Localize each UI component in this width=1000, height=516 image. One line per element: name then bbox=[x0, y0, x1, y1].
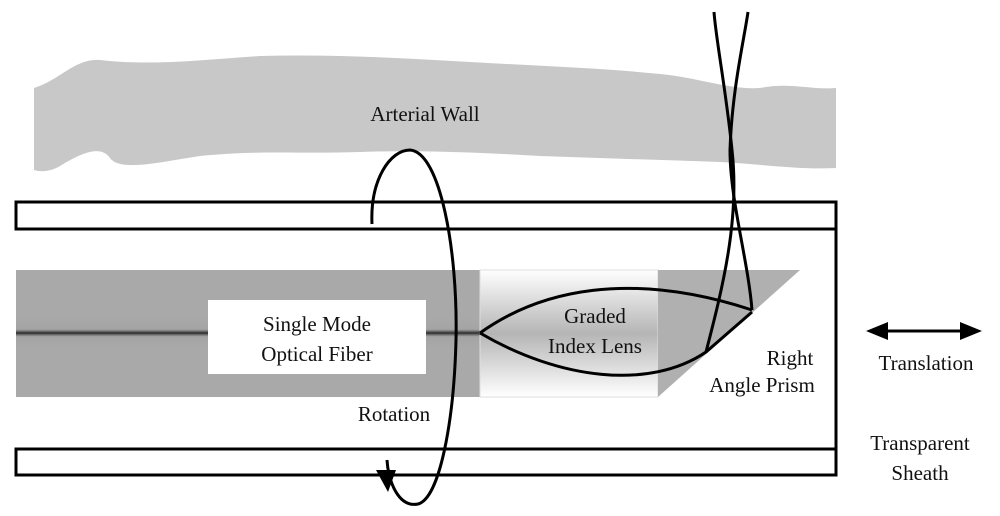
translation-label: Translation bbox=[879, 351, 974, 375]
fiber-label-line2: Optical Fiber bbox=[261, 342, 372, 366]
output-beam-right bbox=[728, 11, 754, 311]
rotation-label: Rotation bbox=[358, 402, 431, 426]
translation-arrowhead-right bbox=[960, 322, 982, 340]
beam-upper bbox=[479, 286, 753, 335]
beam-lower bbox=[479, 310, 753, 377]
translation-arrowhead-left bbox=[866, 322, 888, 340]
output-beam-left bbox=[704, 11, 736, 353]
prism-label-line2: Angle Prism bbox=[709, 373, 815, 397]
sheath-label-line1: Transparent bbox=[870, 431, 970, 455]
sheath-top-wall bbox=[14, 200, 838, 231]
fiber-label-line1: Single Mode bbox=[263, 312, 371, 336]
sheath-label-line2: Sheath bbox=[891, 461, 949, 485]
rotation-arrow-path bbox=[370, 148, 458, 506]
prism-label-line1: Right bbox=[767, 346, 814, 370]
lens-label-line2: Index Lens bbox=[548, 334, 642, 358]
fiber-label-box bbox=[208, 300, 426, 374]
arterial-wall-shape bbox=[34, 55, 836, 172]
arterial-wall-label: Arterial Wall bbox=[370, 102, 479, 126]
sheath-bottom-wall bbox=[14, 447, 838, 477]
lens-label-line1: Graded bbox=[564, 304, 626, 328]
rotation-arrowhead bbox=[376, 470, 396, 492]
